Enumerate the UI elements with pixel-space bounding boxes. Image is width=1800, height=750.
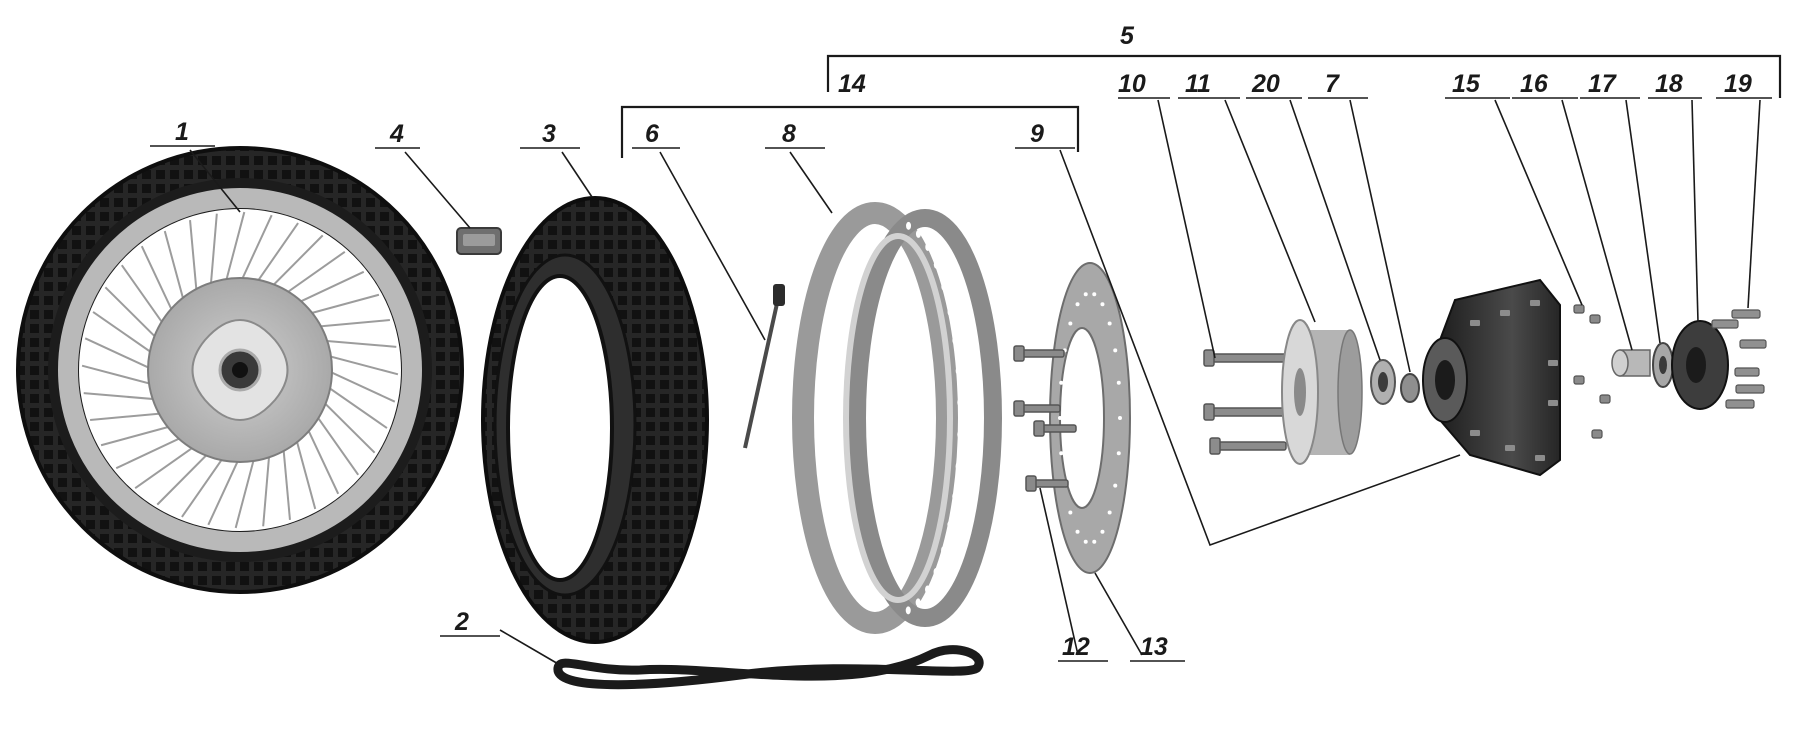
callout-17: 17 [1588, 70, 1617, 98]
callout-14: 14 [838, 70, 866, 98]
callout-20-leader [1289, 99, 1381, 361]
callout-18: 18 [1655, 70, 1683, 98]
rim [792, 202, 1002, 634]
tire [481, 196, 709, 644]
callout-11-leader [1224, 99, 1316, 323]
callout-10-leader [1157, 99, 1216, 359]
disc-bolts [1013, 345, 1077, 492]
small-bolts [1573, 304, 1611, 439]
rim-band [553, 645, 984, 690]
brake-disc [1049, 262, 1131, 574]
callout-12: 12 [1062, 633, 1090, 661]
callout-12-leader [1039, 487, 1079, 656]
brake-flange [1281, 319, 1363, 465]
tube-valve-cap [456, 227, 502, 255]
callout-16-leader [1561, 99, 1633, 351]
spoke [743, 284, 785, 449]
carrier-bolts [1711, 309, 1767, 409]
spacer-16 [1611, 349, 1651, 377]
callout-6-leader [659, 151, 766, 341]
callout-7: 7 [1325, 70, 1340, 98]
group-brackets [620, 54, 1782, 158]
callout-9-leader [1059, 149, 1461, 547]
leader-lines [150, 97, 1772, 666]
callout-17-leader [1625, 99, 1661, 344]
callout-4-leader [404, 151, 471, 229]
callout-13: 13 [1140, 633, 1168, 661]
callout-1: 1 [175, 118, 189, 146]
callout-15-leader [1494, 99, 1583, 306]
callout-19-leader [1747, 99, 1761, 309]
callout-1-leader [189, 149, 241, 213]
sprocket-carrier [1671, 320, 1729, 410]
callout-4: 4 [389, 120, 404, 148]
callout-8: 8 [782, 120, 796, 148]
callout-8-leader [789, 151, 833, 214]
callout-18-leader [1691, 99, 1699, 323]
callout-2-leader [499, 629, 561, 666]
callout-2: 2 [454, 608, 469, 636]
bearing [1370, 359, 1396, 405]
callout-11: 11 [1185, 70, 1211, 98]
spacer-7 [1400, 373, 1420, 403]
bracket-5 [826, 54, 1782, 98]
wheel-hub [1422, 278, 1561, 477]
callout-20: 20 [1251, 70, 1280, 98]
callout-6: 6 [645, 120, 660, 148]
callout-16: 16 [1520, 70, 1549, 98]
callout-5: 5 [1120, 22, 1135, 50]
axle-bolts [1203, 349, 1291, 455]
callout-3-leader [561, 151, 593, 198]
bracket-14 [620, 105, 1080, 158]
seal-17 [1652, 342, 1674, 388]
callout-3: 3 [542, 120, 556, 148]
callout-7-leader [1349, 99, 1411, 373]
callout-10: 10 [1118, 70, 1146, 98]
callout-19: 19 [1724, 70, 1752, 98]
callout-9: 9 [1030, 120, 1044, 148]
callout-15: 15 [1452, 70, 1481, 98]
assembled-wheel [16, 146, 464, 594]
callout-13-leader [1094, 572, 1143, 656]
